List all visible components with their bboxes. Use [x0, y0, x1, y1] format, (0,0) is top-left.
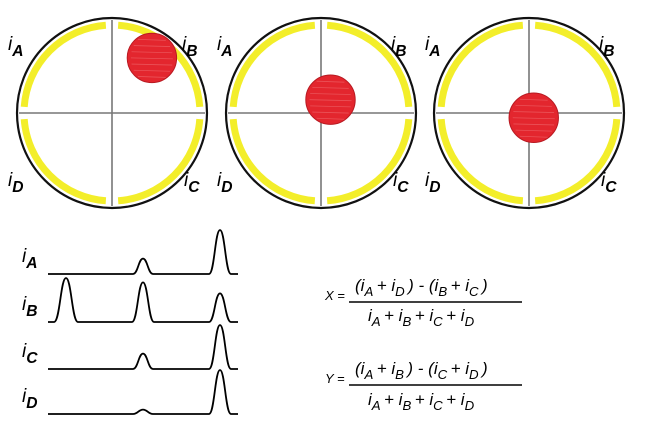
light-spot-texture — [316, 117, 345, 120]
light-spot-texture — [316, 80, 345, 83]
signal-traces: iA iB iC iD — [22, 229, 238, 415]
signal-trace-line — [48, 229, 238, 275]
quadrant-label-a: iA — [217, 34, 233, 60]
signal-label: iB — [22, 294, 38, 320]
signal-label: iA — [22, 246, 38, 272]
signal-a: iA — [22, 229, 238, 275]
detector-middle: iA iB iC iD — [217, 16, 418, 210]
light-spot-texture — [131, 63, 173, 66]
detector-quadrant-arc — [117, 118, 204, 205]
formula-y: Y = (iA + iB ) - (iC + iD ) iA + iB + iC +… — [325, 359, 522, 413]
signal-trace-line — [48, 277, 238, 323]
quadrant-label-d: iD — [8, 170, 24, 196]
detector-quadrant-arc — [20, 21, 107, 108]
formula-denominator: iA + iB + iC + iD — [368, 306, 478, 329]
quadrant-label-b: iB — [599, 34, 615, 60]
formula-numerator: (iA + iB ) - (iC + iD ) — [355, 359, 488, 382]
position-formulas: X = (iA + iD ) - (iB + iC ) iA + iB + iC +… — [324, 276, 522, 413]
formula-denominator: iA + iB + iC + iD — [368, 390, 478, 413]
detector-quadrant-arc — [437, 21, 524, 108]
formula-lhs: Y = — [325, 371, 345, 386]
formula-x: X = (iA + iD ) - (iB + iC ) iA + iB + iC +… — [324, 276, 522, 329]
light-spot-texture — [312, 86, 349, 89]
light-spot-texture — [130, 57, 173, 60]
detector-quadrant-arc — [534, 118, 621, 205]
light-spot-texture — [137, 38, 166, 41]
quadrant-label-a: iA — [425, 34, 441, 60]
light-spot-texture — [310, 93, 351, 95]
light-spot-texture — [512, 117, 555, 120]
detector-right: iA iB iC iD — [425, 16, 626, 210]
quadrant-label-c: iC — [601, 170, 617, 196]
quadrant-label-a: iA — [8, 34, 24, 60]
detectors-row: iA iB iC iD iA iB iC iD iA iB iC iD — [8, 16, 626, 210]
detector-left: iA iB iC iD — [8, 16, 209, 210]
quadrant-label-d: iD — [425, 170, 441, 196]
formula-lhs: X = — [324, 288, 345, 303]
detector-quadrant-arc — [326, 21, 413, 108]
signal-label: iD — [22, 386, 38, 412]
quadrant-label-c: iC — [184, 170, 200, 196]
light-spot-texture — [519, 98, 548, 101]
quadrant-label-b: iB — [182, 34, 198, 60]
light-spot-texture — [131, 51, 173, 54]
light-spot-texture — [513, 111, 555, 113]
quadrant-label-b: iB — [391, 34, 407, 60]
light-spot-texture — [513, 123, 555, 126]
signal-label: iC — [22, 341, 38, 367]
formula-numerator: (iA + iD ) - (iB + iC ) — [355, 276, 488, 299]
light-spot-texture — [515, 129, 552, 132]
quadrant-label-c: iC — [393, 170, 409, 196]
signal-b: iB — [22, 277, 238, 323]
detector-quadrant-arc — [20, 118, 107, 205]
light-spot-texture — [137, 76, 166, 78]
signal-c: iC — [22, 324, 238, 370]
light-spot-texture — [310, 105, 351, 108]
detector-quadrant-arc — [229, 21, 316, 108]
quadrant-label-d: iD — [217, 170, 233, 196]
signal-trace-line — [48, 369, 238, 415]
detector-quadrant-arc — [326, 118, 413, 205]
light-spot-texture — [312, 111, 349, 114]
light-spot-texture — [133, 45, 171, 47]
light-spot-texture — [519, 135, 548, 138]
signal-d: iD — [22, 369, 238, 415]
detector-quadrant-arc — [534, 21, 621, 108]
light-spot-texture — [133, 69, 171, 72]
detector-quadrant-arc — [437, 118, 524, 205]
light-spot-texture — [515, 105, 552, 107]
detector-quadrant-arc — [229, 118, 316, 205]
light-spot-texture — [309, 99, 352, 102]
signal-trace-line — [48, 324, 238, 370]
